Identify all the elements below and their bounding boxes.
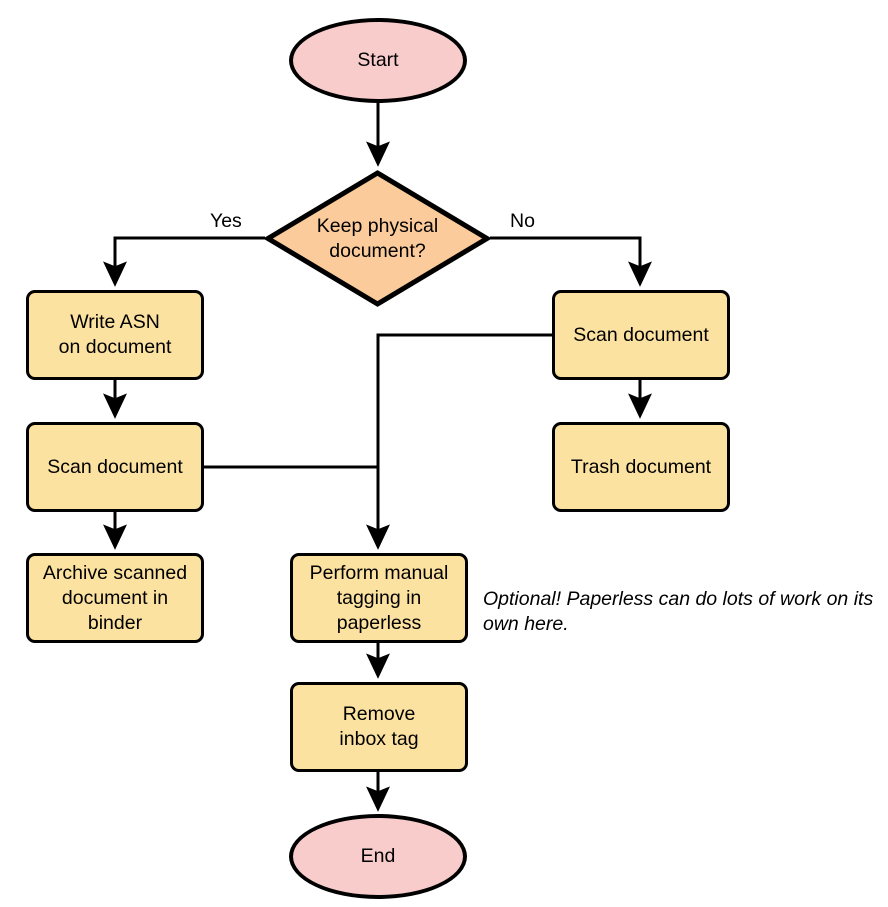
node-scan-document-right-label: Scan document — [573, 323, 709, 346]
node-perform-manual-tagging[interactable]: Perform manual tagging in paperless — [290, 553, 468, 643]
node-end[interactable]: End — [289, 814, 467, 899]
node-write-asn-label: Write ASN on document — [58, 311, 172, 358]
edge-label-no: No — [510, 210, 535, 232]
node-write-asn[interactable]: Write ASN on document — [26, 290, 204, 380]
node-archive-scanned-document[interactable]: Archive scanned document in binder — [26, 553, 204, 643]
edge-label-yes: Yes — [210, 210, 242, 232]
node-archive-scanned-document-label: Archive scanned document in binder — [42, 561, 188, 634]
edge-scan-right-to-manual-tagging — [366, 333, 552, 550]
node-scan-document-right[interactable]: Scan document — [552, 290, 730, 380]
node-keep-physical-document[interactable]: Keep physical document? — [265, 170, 490, 307]
edge-decision-to-write-asn — [103, 236, 265, 287]
diamond-shape — [265, 170, 490, 307]
node-keep-physical-document-label: Keep physical document? — [316, 214, 439, 262]
node-perform-manual-tagging-label: Perform manual tagging in paperless — [309, 561, 449, 634]
node-end-label: End — [360, 845, 396, 867]
node-scan-document-left-label: Scan document — [47, 455, 183, 478]
annotation-note: Optional! Paperless can do lots of work … — [483, 588, 874, 635]
node-remove-inbox-tag-label: Remove inbox tag — [339, 703, 419, 750]
node-remove-inbox-tag[interactable]: Remove inbox tag — [290, 682, 468, 772]
node-scan-document-left[interactable]: Scan document — [26, 422, 204, 512]
node-start-label: Start — [357, 49, 399, 71]
node-trash-document-label: Trash document — [570, 455, 712, 478]
node-start[interactable]: Start — [289, 18, 467, 103]
node-trash-document[interactable]: Trash document — [552, 422, 730, 512]
edge-decision-to-scan-right — [490, 236, 652, 287]
